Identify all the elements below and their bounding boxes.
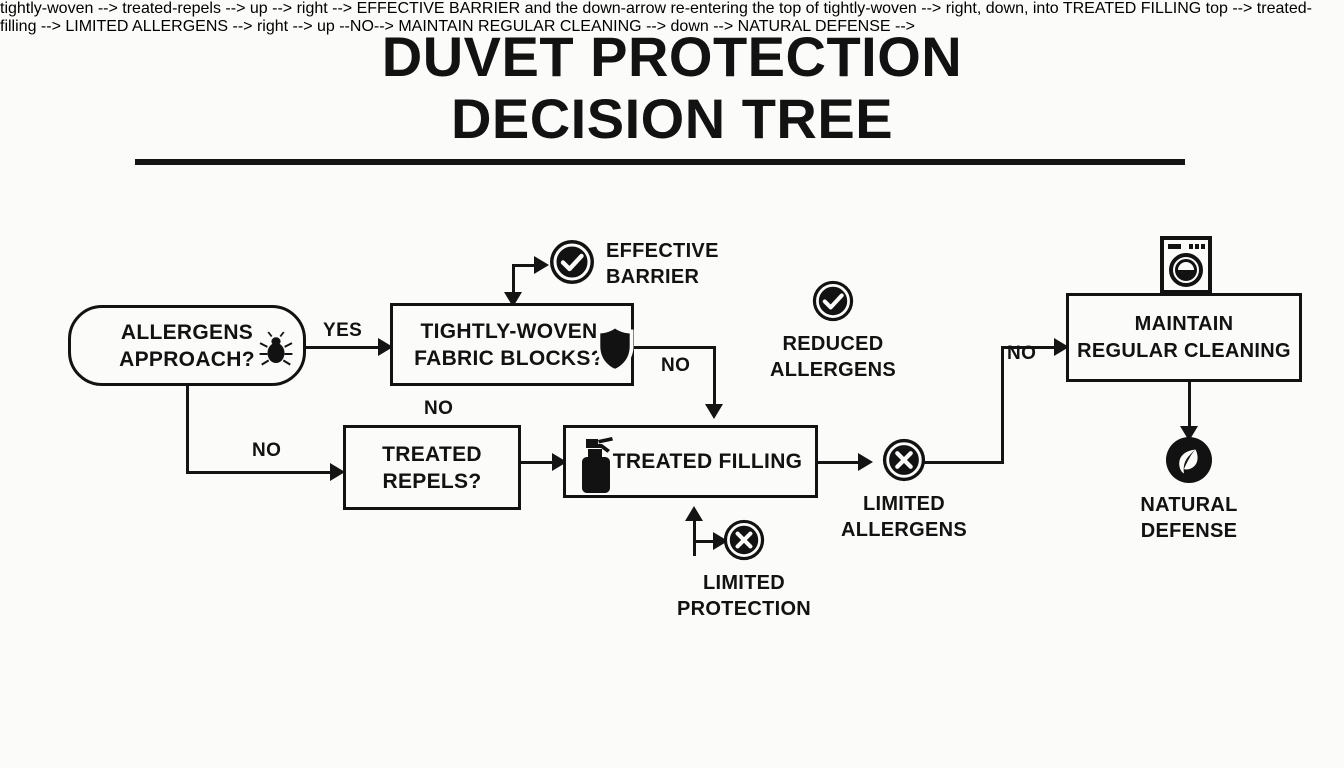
dust-mite-icon [255,328,297,375]
page-title-line-1: DUVET PROTECTION [381,25,963,88]
node-allergens-approach-label: ALLERGENS APPROACH? [119,320,255,371]
edge-cleaning-to-natural-defense-arrowhead [1180,426,1198,441]
outcome-limited-allergens: LIMITED ALLERGENS [840,437,968,543]
node-allergens-approach[interactable]: ALLERGENS APPROACH? [68,305,306,386]
edge-allergens-to-repels-arrowhead [330,463,345,481]
edge-repels-to-filling [521,461,561,464]
node-treated-repels[interactable]: TREATED REPELS? [343,425,521,510]
edge-woven-no-horizontal [634,346,716,349]
edge-woven-no-arrowhead [705,404,723,419]
edge-filling-up-stub [693,518,696,556]
edge-woven-yes-to-barrier [512,264,546,267]
node-maintain-regular-cleaning[interactable]: MAINTAIN REGULAR CLEANING [1066,293,1302,382]
edge-woven-yes-to-barrier-arrowhead [534,256,549,274]
check-circle-icon [548,238,596,286]
node-maintain-regular-cleaning-label: MAINTAIN REGULAR CLEANING [1077,312,1291,362]
edge-label-no-filling: NO [661,355,691,376]
washing-machine-icon [1158,236,1214,294]
edge-allergens-to-woven [303,346,379,349]
edge-limited-allergens-right [920,461,1004,464]
outcome-reduced-allergens-caption: REDUCED ALLERGENS [769,333,897,381]
edge-filling-to-limited-allergens [818,461,866,464]
outcome-limited-allergens-caption: LIMITED ALLERGENS [840,493,968,541]
edge-woven-no-vertical [713,346,716,408]
leaf-circle-icon [1165,436,1213,484]
edge-label-no-above-repels: NO [424,398,454,419]
edge-filling-up-arrowhead [685,506,703,521]
check-circle-icon [811,279,855,323]
page-title: DUVET PROTECTION DECISION TREE [0,26,1344,150]
x-circle-icon [722,518,766,562]
edge-allergens-to-woven-arrowhead [378,338,393,356]
node-treated-repels-label: TREATED REPELS? [382,442,482,493]
edge-woven-yes-down-stub [512,264,515,300]
x-circle-icon [881,437,927,483]
edge-filling-to-limited-protection [693,540,717,543]
edge-cleaning-to-natural-defense [1188,382,1191,430]
edge-allergens-to-repels-horizontal [186,471,334,474]
title-divider [135,159,1185,165]
edge-label-yes-woven: YES [323,320,363,341]
outcome-limited-protection: LIMITED PROTECTION [677,518,811,622]
edge-label-no-repels: NO [252,440,282,461]
outcome-effective-barrier-caption: EFFECTIVE BARRIER [606,240,719,288]
node-treated-filling[interactable]: TREATED FILLING [563,425,818,498]
edge-allergens-to-repels-vertical [186,384,189,474]
edge-limited-allergens-riser [1001,346,1004,463]
edge-to-cleaning-horizontal [1001,346,1059,349]
node-tightly-woven-fabric-label: TIGHTLY-WOVEN FABRIC BLOCKS? [414,319,604,370]
outcome-natural-defense: NATURAL DEFENSE [1128,436,1250,544]
edge-filling-to-limited-allergens-arrowhead [858,453,873,471]
node-treated-filling-label: TREATED FILLING [612,450,803,473]
edge-to-cleaning-arrowhead [1054,338,1069,356]
node-tightly-woven-fabric[interactable]: TIGHTLY-WOVEN FABRIC BLOCKS? [390,303,634,386]
outcome-effective-barrier: EFFECTIVE BARRIER [548,238,719,290]
outcome-reduced-allergens: REDUCED ALLERGENS [769,279,897,383]
page-title-line-2: DECISION TREE [450,87,894,150]
edge-label-no-cleaning: NO [1007,343,1037,364]
outcome-limited-protection-caption: LIMITED PROTECTION [676,572,812,620]
outcome-natural-defense-caption: NATURAL DEFENSE [1140,494,1238,542]
